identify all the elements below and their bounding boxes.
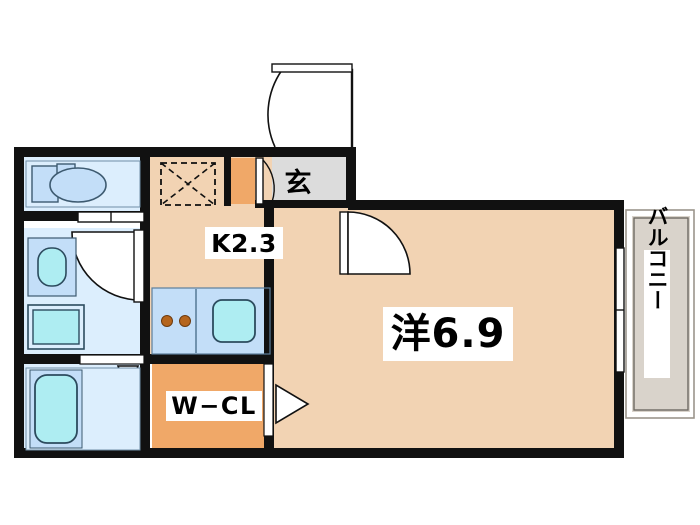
vanity-sink xyxy=(37,247,67,287)
kitchen-label: K2.3 xyxy=(211,229,277,258)
main-room-label-bg xyxy=(383,307,513,361)
kitchen-label-bg xyxy=(205,227,283,259)
washroom-fixture-group xyxy=(27,237,85,350)
stove-burner-right xyxy=(179,315,191,327)
toilet-bowl xyxy=(49,167,107,203)
kitchen-door-sweep-fill xyxy=(347,211,411,275)
main-room-label: 洋6.9 xyxy=(391,311,506,357)
room-labels: 洋6.9 K2.3 W−CL 玄 バルコニー xyxy=(166,167,670,421)
balcony-inner xyxy=(633,217,689,411)
overhead-storage xyxy=(160,162,216,206)
wall-kitchen-right-upper xyxy=(264,200,274,360)
wall-kitchen-closet xyxy=(146,354,274,364)
balcony-group xyxy=(615,209,695,419)
toilet-fixture-group xyxy=(25,160,141,208)
closet-label: W−CL xyxy=(171,392,257,420)
bathtub xyxy=(34,374,78,444)
entrance-label: 玄 xyxy=(285,167,312,199)
washing-machine-pan-inner xyxy=(32,309,80,345)
closet-door[interactable] xyxy=(263,363,310,437)
wall-entrance-bottom xyxy=(255,200,356,208)
balcony-window[interactable] xyxy=(615,247,625,373)
wall-outer-left xyxy=(14,147,24,458)
stove-burner-left xyxy=(161,315,173,327)
kitchen-fixture-group xyxy=(151,162,271,355)
counter-outline xyxy=(151,287,271,355)
washroom-door-leaf[interactable] xyxy=(133,229,145,303)
toilet-door[interactable] xyxy=(77,211,145,223)
wall-entry-right xyxy=(346,147,356,207)
bathroom-fixture-group xyxy=(25,367,141,451)
balcony-outer xyxy=(625,209,695,419)
closet-label-bg xyxy=(166,391,262,421)
appliance-slot-floor xyxy=(229,158,255,204)
wall-outer-bottom-main xyxy=(264,448,624,458)
entrance-floor xyxy=(272,156,352,206)
wall-appliance-left xyxy=(224,156,231,206)
wall-water-right xyxy=(140,147,150,458)
entrance-door[interactable] xyxy=(267,63,354,148)
wall-outer-top-main xyxy=(348,200,624,210)
kitchen-sink xyxy=(212,299,256,343)
wall-washroom-bottom xyxy=(14,354,144,364)
balcony-label: バルコニー xyxy=(645,206,669,311)
wall-outer-top-left xyxy=(14,147,356,157)
entrance-inner-door[interactable] xyxy=(255,157,275,205)
balcony-label-bg xyxy=(644,250,670,378)
